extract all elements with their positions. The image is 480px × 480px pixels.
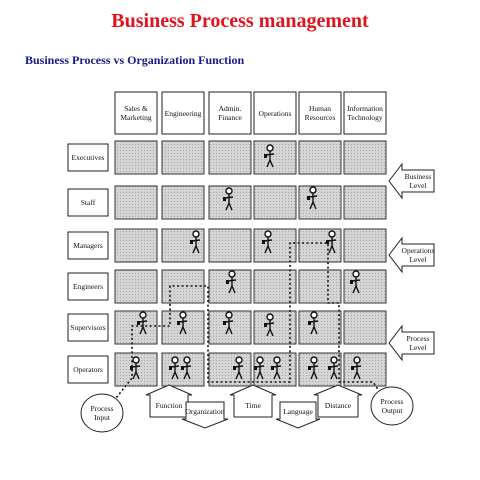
row-label-box [67, 272, 109, 301]
grid-cell [208, 352, 252, 387]
row-label-box [67, 188, 109, 217]
step-arrow [181, 401, 229, 429]
grid-cell [253, 310, 297, 345]
person-figure [308, 311, 319, 335]
grid-cell [298, 269, 342, 304]
person-figure [254, 356, 265, 380]
column-header-5: Human Resources [304, 104, 336, 122]
row-label-box [67, 231, 109, 260]
grid-cell [343, 228, 387, 263]
grid-cell [253, 228, 297, 263]
column-header-3: Admin. Finance [218, 104, 242, 122]
grid-cell [298, 185, 342, 220]
column-header-box [114, 91, 158, 135]
person-figure [233, 356, 244, 380]
grid-cell [253, 269, 297, 304]
column-header-box [161, 91, 205, 135]
row-label-4: Engineers [73, 282, 103, 291]
column-header-4: Operations [258, 108, 292, 118]
row-label-2: Staff [80, 198, 96, 207]
step-arrow [275, 401, 321, 429]
grid-cell [114, 310, 158, 345]
level-label-3: Process Level [406, 334, 430, 352]
person-figure [190, 230, 201, 254]
grid-cell [343, 140, 387, 175]
grid-cell [208, 140, 252, 175]
step-label-3: Time [245, 400, 261, 410]
step-label-5: Distance [324, 400, 352, 410]
person-figure [262, 230, 273, 254]
column-header-6: Information Technology [347, 104, 383, 122]
person-figure [177, 311, 188, 335]
step-label-1: Function [155, 400, 183, 410]
level-arrow [388, 162, 435, 200]
grid-cell [343, 185, 387, 220]
column-header-box [298, 91, 342, 135]
page-title: Business Process management [111, 10, 369, 32]
column-header-2: Engineering [164, 108, 202, 118]
grid-cell [253, 140, 297, 175]
grid-cell [343, 310, 387, 345]
grid-cell [298, 140, 342, 175]
grid-cell [161, 140, 205, 175]
row-label-box [67, 355, 109, 384]
grid-cell [253, 185, 297, 220]
person-figure [226, 270, 237, 294]
process-input-label: Process Input [90, 404, 114, 422]
grid-cell [298, 310, 342, 345]
person-figure [223, 187, 234, 211]
process-flow-path [107, 242, 386, 409]
grid-cell [114, 228, 158, 263]
person-figure [328, 356, 339, 380]
grid-cell [343, 269, 387, 304]
grid-cell [343, 352, 387, 387]
row-label-box [67, 313, 109, 342]
column-header-box [208, 91, 252, 135]
column-header-box [253, 91, 297, 135]
row-label-box [67, 143, 109, 172]
level-arrow [388, 236, 435, 274]
person-figure [307, 186, 318, 210]
step-label-4: Language [283, 406, 313, 416]
column-header-1: Sales & Marketing [120, 104, 152, 122]
person-figure [169, 356, 180, 380]
person-figure [223, 311, 234, 335]
row-label-3: Managers [73, 241, 103, 250]
person-figure [351, 356, 362, 380]
person-figure [271, 356, 282, 380]
person-figure [326, 230, 337, 254]
person-figure [308, 356, 319, 380]
person-figure [137, 311, 148, 335]
row-label-6: Operators [73, 365, 103, 374]
process-input-circle [80, 393, 124, 433]
grid-cell [114, 140, 158, 175]
level-label-2: Operations Level [401, 246, 435, 264]
row-label-5: Supervisors [70, 323, 106, 332]
grid-cell [161, 185, 205, 220]
person-figure [350, 270, 361, 294]
step-arrow [229, 384, 277, 418]
process-output-circle [370, 386, 414, 426]
level-arrow [388, 324, 435, 362]
person-figure [264, 313, 275, 337]
row-label-1: Executives [71, 153, 105, 162]
grid-cell [114, 185, 158, 220]
process-output-label: Process Output [380, 397, 404, 415]
page-subtitle: Business Process vs Organization Functio… [25, 53, 245, 67]
person-figure [264, 144, 275, 168]
person-figure [130, 356, 141, 380]
grid-cell [208, 228, 252, 263]
grid-cell [114, 269, 158, 304]
column-header-box [343, 91, 387, 135]
level-label-1: Business Level [404, 172, 432, 190]
step-arrow [313, 384, 363, 418]
person-figure [181, 356, 192, 380]
step-label-2: Organization [185, 406, 225, 416]
